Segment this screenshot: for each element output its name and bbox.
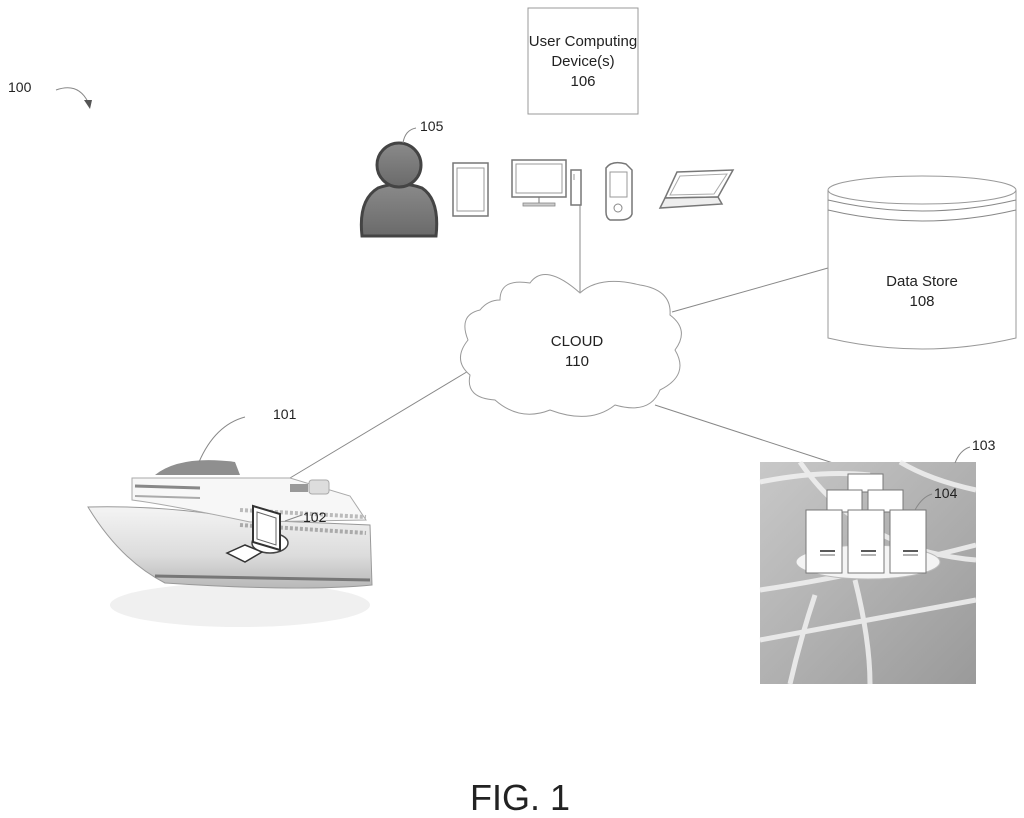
pda-icon [605, 161, 633, 221]
servers-ref-leader [914, 493, 933, 511]
onboard-computer-ref: 102 [303, 509, 327, 525]
data-store-ref: 108 [909, 293, 934, 310]
pc-tower-icon [570, 169, 582, 206]
link-cloud-shore [654, 404, 834, 464]
ship-ref-leader [198, 416, 246, 463]
shore-site-ref: 103 [972, 437, 996, 453]
system-ref-label: 100 [8, 79, 32, 95]
devices-title-line2: Device(s) [551, 53, 614, 70]
cloud-ref: 110 [565, 353, 589, 370]
user-ref: 105 [420, 118, 444, 134]
figure-caption: FIG. 1 [470, 777, 570, 818]
shore-ref-leader [954, 446, 971, 464]
tablet-icon [452, 162, 489, 217]
link-cloud-datastore [671, 267, 829, 313]
servers-ref: 104 [934, 485, 958, 501]
user-person-icon [359, 141, 439, 238]
devices-ref: 106 [570, 73, 595, 90]
cloud-shape: CLOUD 110 [460, 274, 682, 417]
user-ref-leader [402, 127, 417, 144]
onboard-computer-icon [225, 504, 289, 563]
laptop-icon [658, 169, 735, 209]
devices-title-line1: User Computing [529, 33, 637, 50]
data-store-cylinder: Data Store 108 [827, 175, 1017, 350]
link-cloud-ship [289, 369, 471, 479]
desktop-monitor-icon [511, 159, 567, 207]
cruise-ship-image [87, 460, 373, 627]
server-cluster-icon [795, 473, 941, 580]
computer-ref-leader [284, 514, 303, 522]
ship-ref: 101 [273, 406, 297, 422]
user-computing-devices-box: User Computing Device(s) 106 [527, 7, 639, 115]
cloud-label: CLOUD [551, 333, 604, 350]
data-store-label: Data Store [886, 273, 958, 290]
reference-arrow-icon [55, 87, 92, 109]
